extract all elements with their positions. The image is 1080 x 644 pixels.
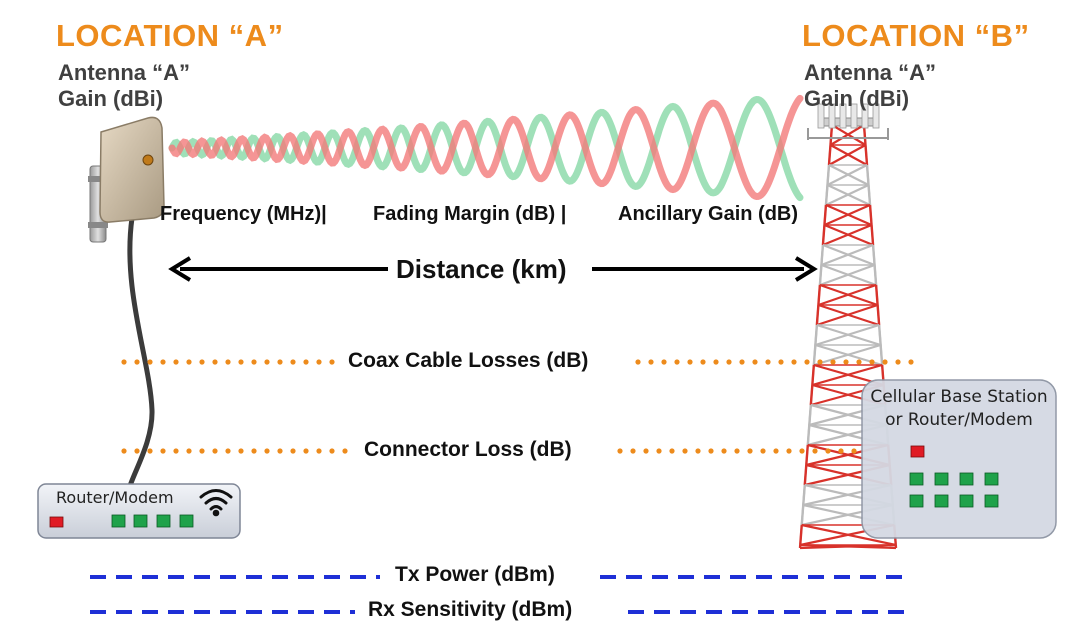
- signal-wave-icon: [168, 94, 804, 202]
- base-station-box: [861, 379, 1057, 539]
- connector-dotted-line: [121, 448, 857, 454]
- location-a-antenna-label: Antenna “A”: [58, 60, 190, 85]
- ancillary-gain-label: Ancillary Gain (dB): [618, 203, 799, 225]
- coax-cable-losses-label: Coax Cable Losses (dB): [345, 349, 592, 373]
- base-station-label-line2: or Router/Modem: [885, 410, 1033, 430]
- location-b-gain-label: Gain (dBi): [804, 86, 910, 111]
- location-b-antenna-label: Antenna “A”: [804, 60, 936, 85]
- rx-sensitivity-label: Rx Sensitivity (dBm): [365, 598, 576, 622]
- base-power-led: [910, 445, 925, 458]
- wifi-icon: [199, 489, 233, 517]
- coax-cable: [127, 215, 155, 489]
- coax-dotted-line: [121, 359, 914, 365]
- base-station-label-line1: Cellular Base Station: [870, 387, 1048, 407]
- location-a-title: LOCATION “A”: [56, 18, 284, 53]
- fading-margin-label: Fading Margin (dB) |: [373, 203, 567, 225]
- distance-label: Distance (km): [396, 254, 567, 284]
- connector-loss-label: Connector Loss (dB): [361, 438, 575, 462]
- antenna-a-icon: [99, 116, 165, 223]
- router-power-led: [49, 516, 64, 528]
- frequency-label: Frequency (MHz)|: [160, 203, 327, 225]
- router-modem-label: Router/Modem: [56, 488, 174, 507]
- router-modem-a: [37, 483, 241, 539]
- location-b-title: LOCATION “B”: [802, 18, 1030, 53]
- tx-power-label: Tx Power (dBm): [392, 563, 558, 587]
- distance-arrow: [168, 256, 818, 282]
- location-a-gain-label: Gain (dBi): [58, 86, 164, 111]
- base-station-label: Cellular Base Station or Router/Modem: [862, 386, 1056, 432]
